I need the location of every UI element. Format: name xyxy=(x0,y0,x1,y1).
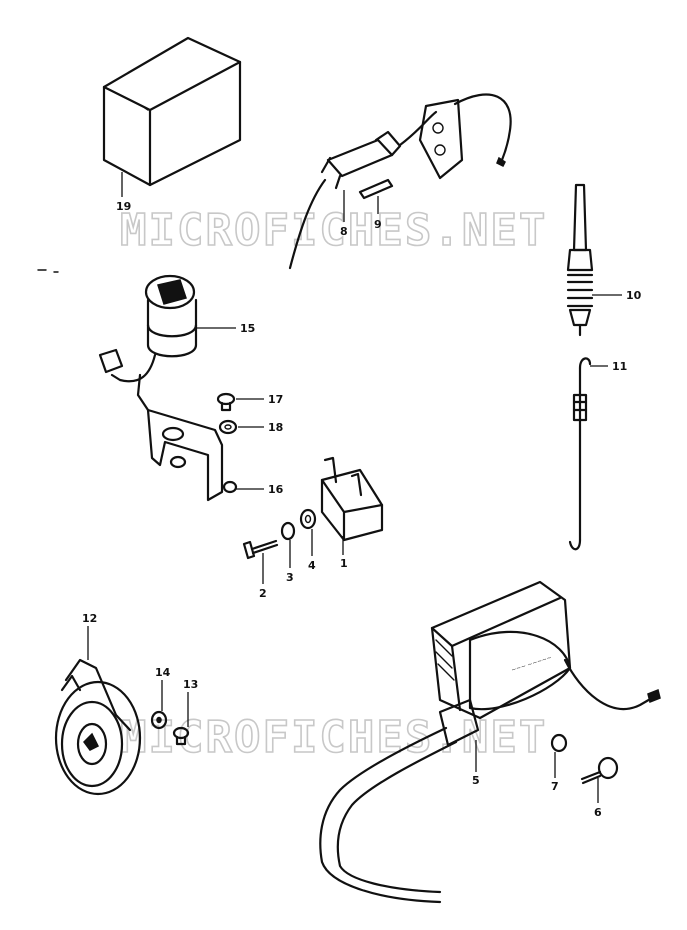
part-6-screw xyxy=(580,756,619,785)
part-number-2: 2 xyxy=(259,587,267,600)
part-number-12: 12 xyxy=(82,612,97,625)
unit-label-text: ~~~ ~~~~~ xyxy=(510,654,552,674)
part-number-15: 15 xyxy=(240,322,255,335)
scan-mark xyxy=(37,269,59,273)
part-17-screw xyxy=(216,392,236,412)
part-14-washer xyxy=(150,710,168,730)
watermark-top: MICROFICHES.NET xyxy=(120,205,547,256)
part-number-16: 16 xyxy=(268,483,284,496)
part-number-10: 10 xyxy=(626,289,642,302)
part-number-6: 6 xyxy=(594,806,602,819)
part-18-washer xyxy=(218,419,238,435)
part-13-screw xyxy=(172,726,190,746)
part-number-7: 7 xyxy=(551,780,559,793)
part-10-spark-plug xyxy=(566,183,594,337)
part-11-rod xyxy=(568,357,592,551)
part-3-washer xyxy=(280,521,296,541)
part-number-18: 18 xyxy=(268,421,283,434)
part-number-11: 11 xyxy=(612,360,627,373)
part-12-horn xyxy=(54,658,142,796)
part-1-rectifier xyxy=(320,456,384,542)
part-number-1: 1 xyxy=(340,557,348,570)
part-15-switch xyxy=(98,274,198,412)
part-number-13: 13 xyxy=(183,678,198,691)
part-number-14: 14 xyxy=(155,666,171,679)
part-19-relay-box xyxy=(102,36,242,187)
part-number-8: 8 xyxy=(340,225,348,238)
part-number-19: 19 xyxy=(116,200,131,213)
part-number-4: 4 xyxy=(308,559,316,572)
part-7-washer xyxy=(550,733,568,753)
part-4-washer xyxy=(299,508,317,530)
part-number-5: 5 xyxy=(472,774,480,787)
part-2-bolt xyxy=(242,539,279,560)
part-number-17: 17 xyxy=(268,393,283,406)
part-16-bracket xyxy=(146,408,238,502)
part-8-fuse-holder xyxy=(288,93,512,270)
part-number-3: 3 xyxy=(286,571,294,584)
part-9-fuse xyxy=(358,178,394,200)
part-number-9: 9 xyxy=(374,218,382,231)
